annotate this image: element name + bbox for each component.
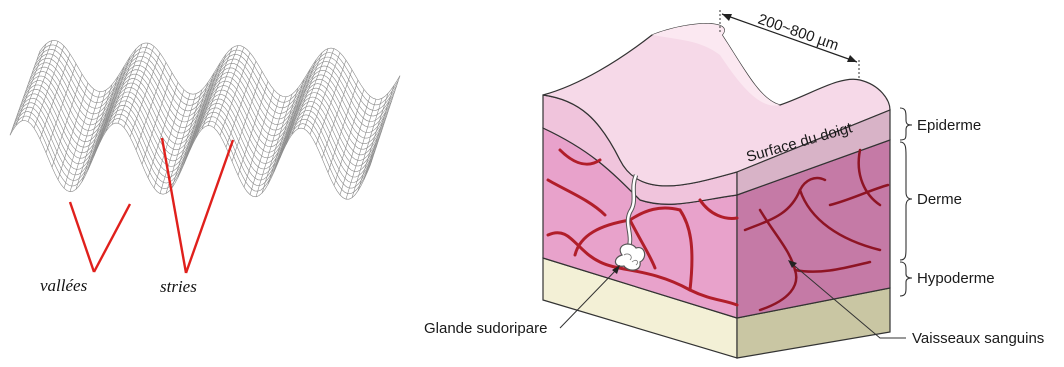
mesh-line: [190, 63, 220, 150]
dermis-brace: [900, 142, 912, 260]
dermis-label: Derme: [917, 191, 962, 208]
mesh-line: [202, 48, 232, 129]
valley-red-lines: [70, 202, 130, 272]
mesh-line: [82, 85, 112, 182]
mesh-line: [280, 69, 310, 158]
mesh-line: [286, 60, 316, 145]
mesh-line: [262, 94, 292, 193]
mesh-line: [358, 93, 388, 190]
hypodermis-label: Hypoderme: [917, 270, 995, 287]
mesh-line: [334, 89, 364, 185]
sweat-gland-label: Glande sudoripare: [424, 320, 547, 337]
mesh-line: [244, 90, 274, 187]
hypodermis-brace: [900, 262, 912, 296]
mesh-line: [94, 67, 124, 157]
mesh-line: [346, 99, 376, 199]
layer-braces: [900, 108, 912, 296]
mesh-line: [22, 41, 52, 121]
mesh-line: [64, 89, 94, 188]
mesh-line: [88, 76, 118, 170]
blood-vessels-label: Vaisseaux sanguins: [912, 330, 1044, 347]
mesh-line: [256, 97, 286, 197]
ridges-label: stries: [160, 277, 197, 296]
mesh-line: [328, 80, 358, 173]
mesh-line: [220, 53, 250, 136]
skin-block: [543, 24, 890, 358]
mesh-line: [178, 82, 208, 177]
epidermis-label: Epiderme: [917, 117, 981, 134]
mesh-line: [196, 54, 226, 138]
ridge-mesh-surface: [10, 40, 400, 199]
dimension-label: 200~800 µm: [756, 11, 841, 54]
mesh-line: [52, 74, 82, 167]
mesh-line: [10, 51, 40, 135]
epidermis-brace: [900, 108, 912, 140]
valleys-label: vallées: [40, 276, 88, 295]
ridge-red-lines: [162, 138, 233, 273]
